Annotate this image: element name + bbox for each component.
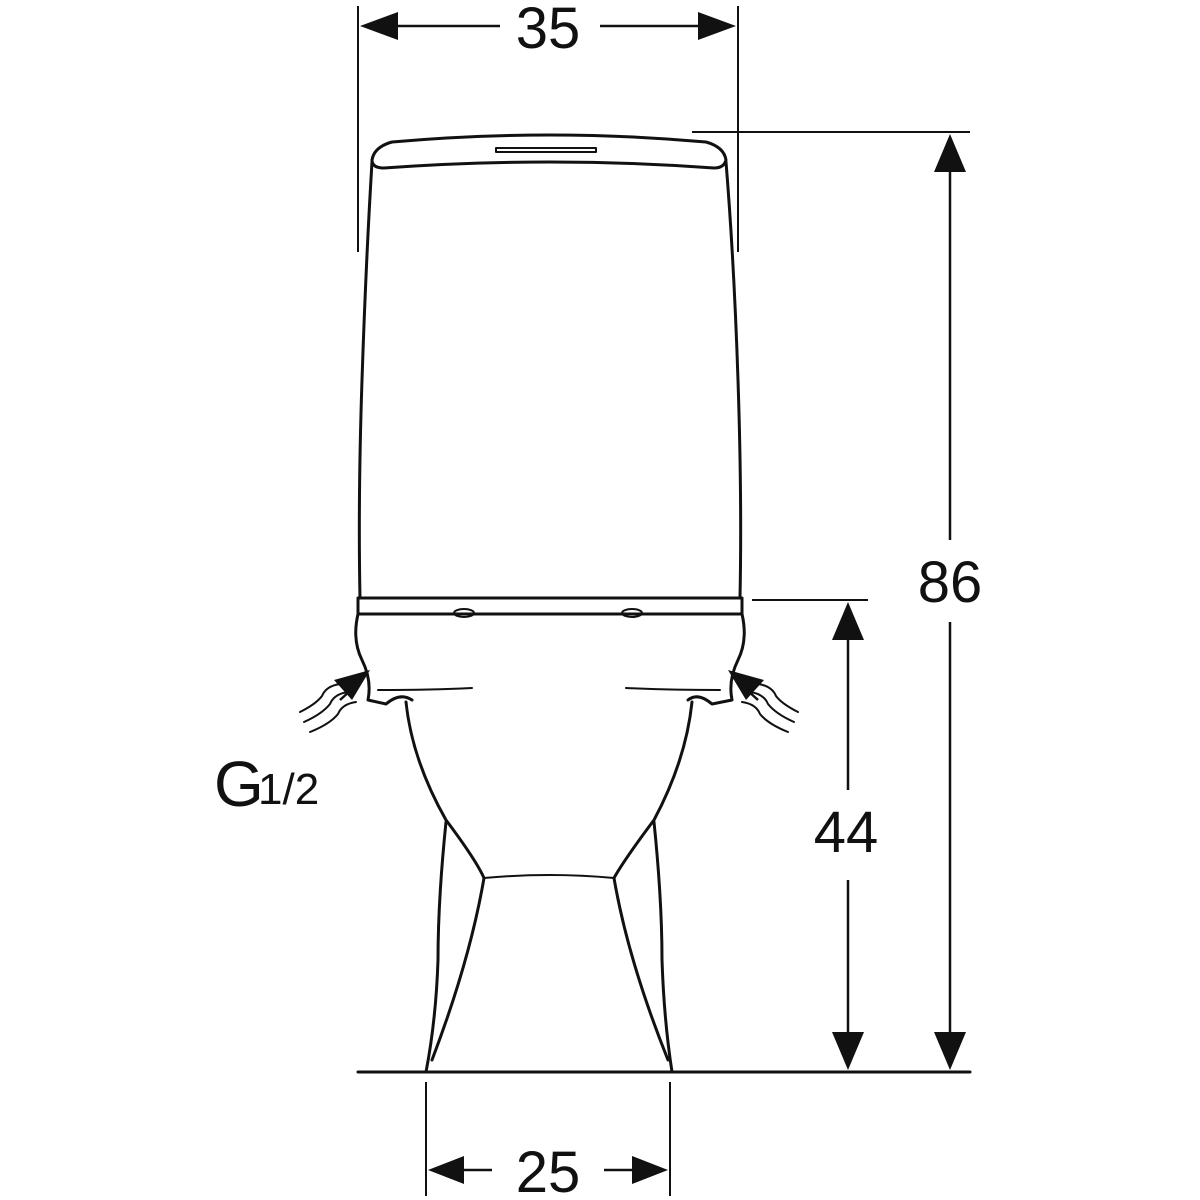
water-squiggle-left: [299, 683, 357, 733]
bowl-waist: [483, 874, 615, 879]
water-connection-right: [728, 670, 799, 733]
connection-arrowhead-right: [728, 670, 764, 700]
dimension-arrowhead: [934, 134, 966, 172]
thread-size: 1/2: [258, 765, 319, 814]
toilet-outline: [354, 133, 972, 1074]
cistern-base-band: [356, 596, 744, 616]
dimension-arrowhead: [428, 1156, 464, 1184]
cistern-body: [357, 160, 743, 600]
water-connection-left: [299, 670, 370, 733]
thread-label: G 1/2: [214, 748, 319, 820]
dimension-label: 86: [918, 550, 983, 615]
pedestal-right: [612, 820, 674, 1074]
seat-edge-left: [377, 687, 473, 691]
connection-arrowhead-left: [334, 670, 370, 700]
dimension-arrowhead: [632, 1156, 668, 1184]
dimension-seat-height: 44: [752, 599, 879, 1070]
dimension-label: 25: [516, 1140, 581, 1200]
bowl-side-left: [404, 700, 486, 880]
dimension-arrowhead: [698, 12, 736, 40]
dimension-total-height: 86: [692, 131, 983, 1070]
dimension-arrowhead: [360, 12, 398, 40]
water-squiggle-right: [741, 683, 799, 733]
cistern-lid: [370, 133, 728, 170]
dimension-label: 35: [516, 0, 581, 61]
dimension-arrowhead: [934, 1032, 966, 1070]
seat-edge-right: [625, 687, 721, 691]
dimension-arrowhead: [832, 1032, 864, 1070]
dimension-base-width: 25: [425, 1082, 671, 1200]
dimension-label: 44: [814, 800, 879, 865]
flush-button: [495, 147, 597, 153]
mounting-hole-right: [621, 608, 643, 618]
mounting-hole-left: [453, 608, 475, 618]
bowl-side-right: [612, 700, 694, 880]
thread-letter: G: [214, 748, 264, 820]
bowl-rim: [354, 612, 746, 706]
dimension-arrowhead: [832, 602, 864, 640]
dimension-cistern-width: 35: [357, 0, 739, 252]
pedestal-left: [424, 820, 486, 1074]
